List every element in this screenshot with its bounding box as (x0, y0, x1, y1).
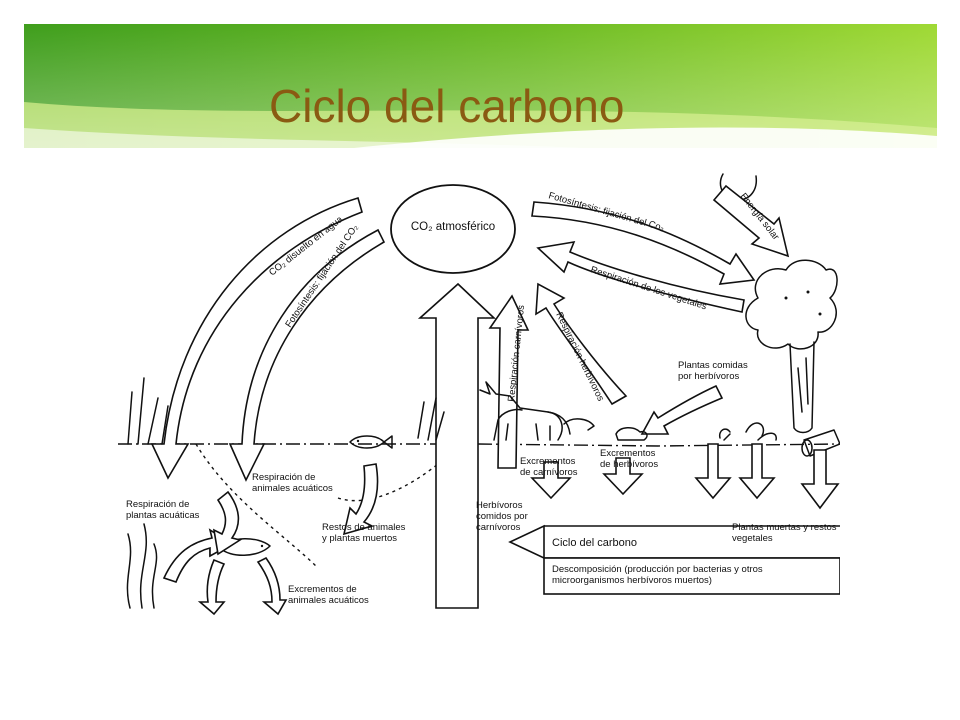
tree-icon (745, 259, 838, 434)
excrementos-herbivoros-label-2: de herbívoros (600, 459, 658, 470)
resp-plantas-acuaticas-label-2: plantas acuáticas (126, 510, 200, 521)
grass-icon (127, 377, 777, 445)
plantas-comidas-arrow (640, 384, 724, 435)
carbon-cycle-diagram: CO₂ atmosférico Energía solar Fotosíntes… (118, 173, 840, 616)
excrementos-carnivoros-label-1: Excrementos (520, 456, 576, 467)
fotosintesis-acuatica-arrow (228, 228, 386, 482)
respiracion-herbivoros-label: Respiración herbívoros (553, 310, 606, 403)
resp-plantas-acuaticas-label-1: Respiración de (126, 499, 189, 510)
slide-title: Ciclo del carbono (269, 80, 625, 132)
excrementos-acuaticos-label-1: Excrementos de (288, 584, 357, 595)
resp-animales-acuaticos-arrow (212, 490, 243, 556)
plantas-muertas-label-2: vegetales (732, 533, 773, 544)
excrementos-acuaticos-arrow-2 (256, 556, 288, 616)
resp-animales-acuaticos-label-2: animales acuáticos (252, 483, 333, 494)
co2-atmosferico-label: CO₂ atmosférico (411, 221, 495, 233)
restos-label-2: y plantas muertos (322, 533, 397, 544)
fox-icon (479, 381, 571, 441)
rabbit-icon (563, 418, 648, 441)
restos-label-1: Restos de animales (322, 522, 406, 533)
log-icon (801, 429, 840, 457)
descomposicion-box (543, 557, 840, 595)
plantas-muertas-arrow-2 (738, 443, 776, 500)
fotosintesis-arrow (531, 201, 756, 285)
descomposicion-label-2: microorganismos herbívoros muertos) (552, 575, 712, 586)
plantas-comidas-label-1: Plantas comidas (678, 360, 748, 371)
energia-solar-arrow (712, 184, 790, 258)
ground-line (118, 443, 840, 447)
excrementos-carnivoros-label-2: de carnívoros (520, 467, 578, 478)
excrementos-herbivoros-label-1: Excrementos (600, 448, 656, 459)
respiracion-vegetales-arrow (536, 240, 745, 313)
excrementos-acuaticos-arrow-1 (197, 558, 226, 616)
excrementos-herbivoros-arrow (602, 457, 644, 496)
central-up-arrow (417, 282, 497, 609)
excrementos-acuaticos-label-2: animales acuáticos (288, 595, 369, 606)
co2-disuelto-arrow (150, 197, 363, 480)
herbivoros-comidos-label-1: Herbívoros (476, 500, 523, 511)
plantas-muertas-arrow-1 (694, 443, 732, 500)
plantas-muertas-arrow-3 (800, 449, 840, 510)
lake-bank (195, 443, 459, 569)
plantas-muertas-label-1: Plantas muertas y restos (732, 522, 837, 533)
respiracion-carnivoros-arrow (488, 294, 530, 469)
herbivoros-comidos-label-3: carnívoros (476, 522, 521, 533)
plantas-comidas-label-2: por herbívoros (678, 371, 740, 382)
ciclo-carbono-label: Ciclo del carbono (552, 537, 637, 549)
herbivoros-comidos-label-2: comidos por (476, 511, 528, 522)
resp-animales-acuaticos-label-1: Respiración de (252, 472, 315, 483)
respiracion-herbivoros-arrow (535, 282, 628, 406)
fish-icon (349, 435, 393, 449)
excrementos-carnivoros-arrow (530, 461, 572, 500)
seaweed-icon (126, 523, 158, 609)
descomposicion-label-1: Descomposición (producción por bacterias… (552, 564, 763, 575)
co2-atmosferico-ellipse (390, 184, 516, 274)
title-banner (24, 24, 937, 148)
restos-arrow (342, 463, 379, 536)
